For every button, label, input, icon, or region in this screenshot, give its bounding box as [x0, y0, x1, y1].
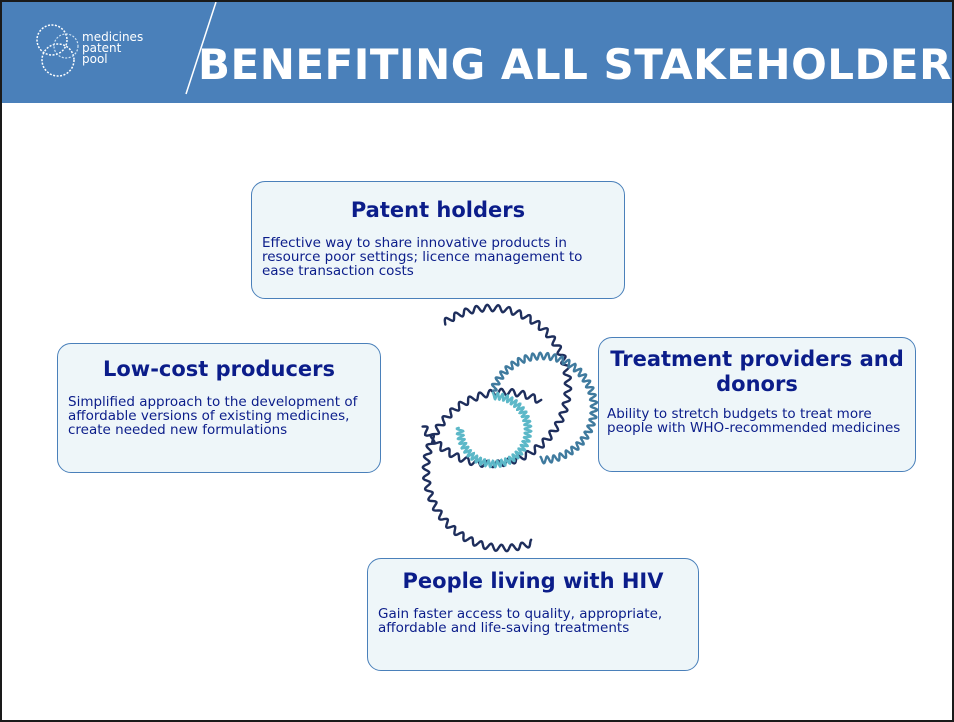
header-divider-slash	[185, 2, 217, 95]
logo-text-line3: pool	[82, 52, 108, 66]
medicines-patent-pool-logo-icon	[36, 24, 79, 77]
people-living-with-hiv-title: People living with HIV	[402, 569, 664, 593]
low-cost-producers-title: Low-cost producers	[103, 357, 335, 381]
page-title: BENEFITING ALL STAKEHOLDERS	[198, 40, 954, 89]
swirl-dark-lower-arc	[421, 387, 543, 553]
people-living-with-hiv-box: People living with HIV Gain faster acces…	[367, 558, 699, 671]
patent-holders-box: Patent holders Effective way to share in…	[251, 181, 625, 299]
patent-holders-text: Effective way to share innovative produc…	[262, 235, 583, 279]
low-cost-producers-box: Low-cost producers Simplified approach t…	[57, 343, 381, 473]
low-cost-producers-text: Simplified approach to the development o…	[68, 394, 358, 438]
logo-text-line1: medicines	[82, 30, 144, 44]
header-bar: medicines patent pool BENEFITING ALL STA…	[2, 2, 952, 103]
treatment-providers-box: Treatment providers and donors Ability t…	[598, 337, 916, 472]
logo-text-line2: patent	[82, 41, 122, 55]
interlocking-circles-icon	[421, 303, 599, 553]
swirl-light-arc	[455, 391, 533, 469]
swirl-mid-arc	[490, 351, 599, 465]
logo-text: medicines patent pool	[82, 30, 144, 66]
people-living-with-hiv-text: Gain faster access to quality, appropria…	[378, 606, 663, 636]
treatment-providers-text: Ability to stretch budgets to treat more…	[607, 406, 901, 436]
patent-holders-title: Patent holders	[350, 198, 526, 222]
swirl-dark-upper-arc	[421, 303, 573, 469]
treatment-providers-title: Treatment providers and donors	[610, 347, 904, 396]
